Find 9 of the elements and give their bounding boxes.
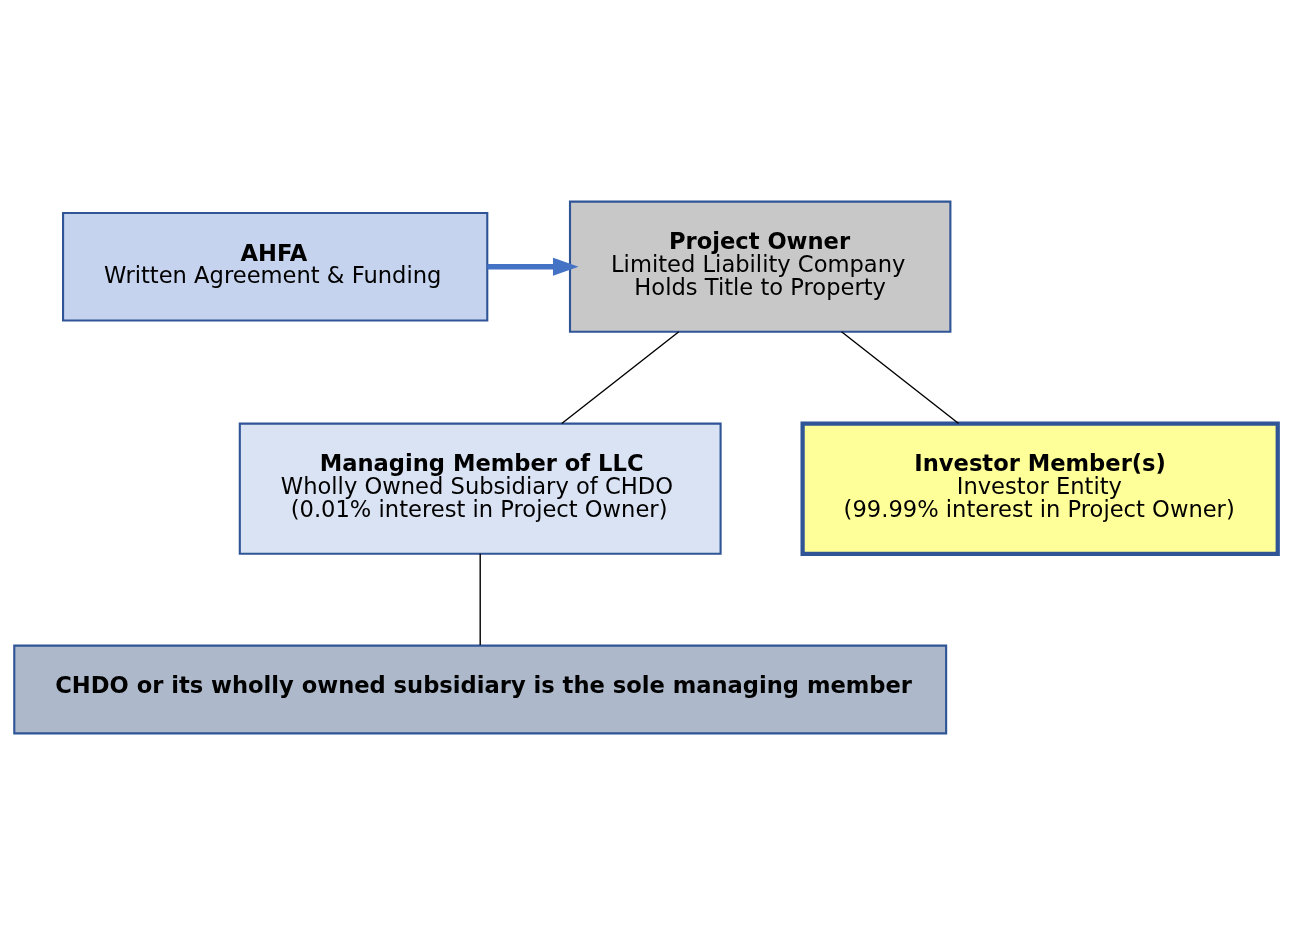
node-box: Project Owner Limited Liability Company Holds Title to Property [568,200,952,333]
node-box: AHFA Written Agreement & Funding [62,211,489,322]
connector [840,331,960,425]
node-box: Managing Member of LLC Wholly Owned Subsidiary of CHDO (0.01% interest in Project Owner) [238,422,722,555]
node-box: Investor Member(s) Investor Entity (99.99% interest in Project Owner) [800,421,1280,556]
connector [561,331,680,425]
arrow [487,257,579,276]
connector [479,553,481,646]
node-box: CHDO or its wholly owned subsidiary is the sole managing member [13,644,948,735]
